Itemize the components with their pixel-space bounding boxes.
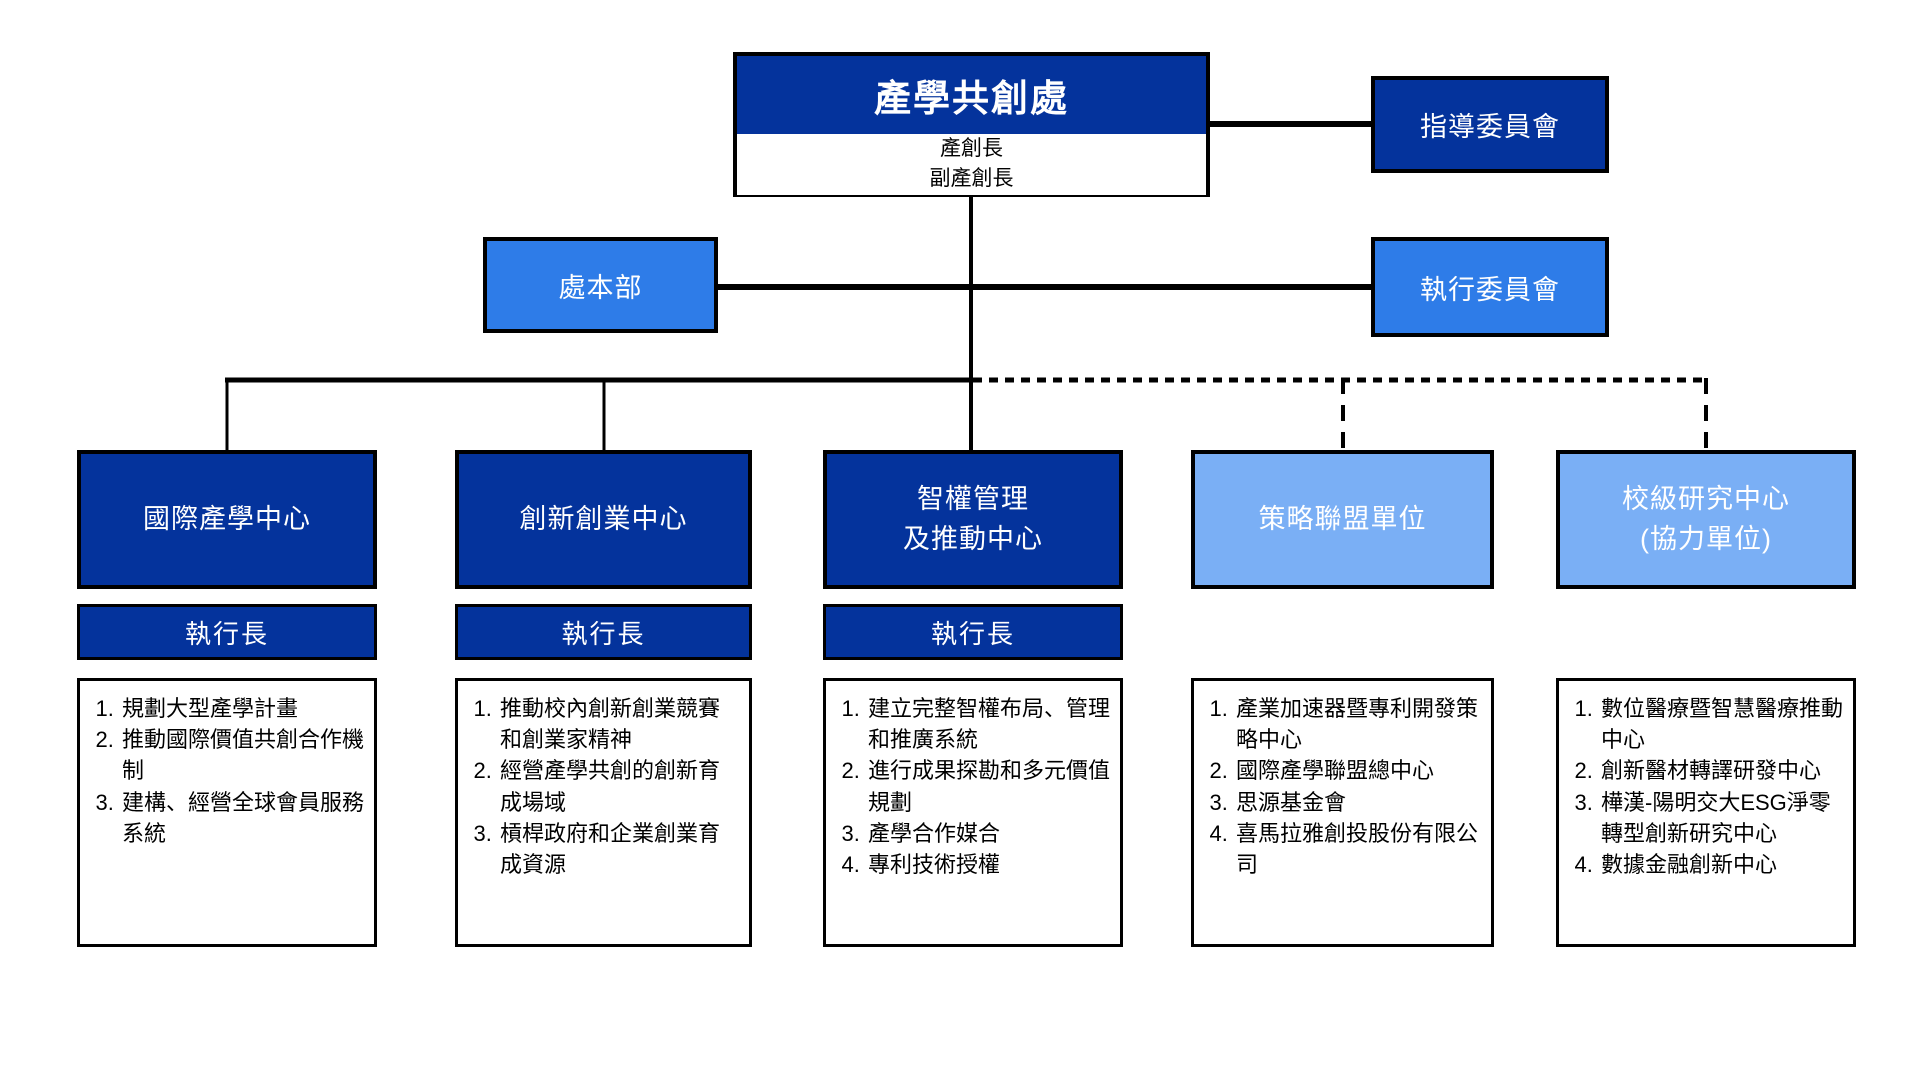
duties-box-ip: 建立完整智權布局、管理和推廣系統進行成果探勘和多元價值規劃產學合作媒合專利技術授… (823, 678, 1123, 947)
division-title: 策略聯盟單位 (1258, 503, 1427, 534)
division-header-alliance: 策略聯盟單位 (1191, 450, 1494, 589)
duty-item: 創新醫材轉譯研發中心 (1599, 755, 1845, 786)
duty-item: 數據金融創新中心 (1599, 849, 1845, 880)
director-label: 執行長 (930, 618, 1015, 649)
duty-item: 槓桿政府和企業創業育成資源 (498, 818, 741, 880)
duty-item: 思源基金會 (1234, 787, 1483, 818)
division-title: 創新創業中心 (519, 503, 688, 534)
duty-item: 喜馬拉雅創投股份有限公司 (1234, 818, 1483, 880)
root-unit-box: 產學共創處 產創長 副產創長 (733, 52, 1210, 197)
duty-item: 推動校內創新創業競賽和創業家精神 (498, 693, 741, 755)
duties-box-alliance: 產業加速器暨專利開發策略中心國際產學聯盟總中心思源基金會喜馬拉雅創投股份有限公司 (1191, 678, 1494, 947)
root-officer-deputy: 副產創長 (929, 167, 1014, 191)
division-title: 校級研究中心 (協力單位) (1622, 484, 1790, 554)
duty-item: 推動國際價值共創合作機制 (120, 724, 366, 786)
director-label: 執行長 (561, 618, 646, 649)
director-bar-ip: 執行長 (823, 604, 1123, 660)
root-officer-chief: 產創長 (940, 137, 1003, 160)
duty-list: 數位醫療暨智慧醫療推動中心創新醫材轉譯研發中心樺漢-陽明交大ESG淨零轉型創新研… (1559, 681, 1853, 880)
duty-item: 經營產學共創的創新育成場域 (498, 755, 741, 817)
executive-committee-label: 執行委員會 (1420, 274, 1560, 305)
duty-item: 進行成果探勘和多元價值規劃 (866, 755, 1112, 817)
director-label: 執行長 (184, 618, 269, 649)
root-officers: 產創長 副產創長 (737, 134, 1206, 195)
headquarters-label: 處本部 (558, 272, 643, 303)
division-header-ip: 智權管理 及推動中心 (823, 450, 1123, 589)
division-header-research: 校級研究中心 (協力單位) (1556, 450, 1856, 589)
duty-item: 產學合作媒合 (866, 818, 1112, 849)
duty-list: 規劃大型產學計畫推動國際價值共創合作機制建構、經營全球會員服務系統 (80, 681, 374, 849)
division-header-international: 國際產學中心 (77, 450, 377, 589)
duty-item: 建立完整智權布局、管理和推廣系統 (866, 693, 1112, 755)
duty-item: 數位醫療暨智慧醫療推動中心 (1599, 693, 1845, 755)
headquarters-box: 處本部 (483, 237, 718, 333)
duty-item: 樺漢-陽明交大ESG淨零轉型創新研究中心 (1599, 787, 1845, 849)
duty-item: 國際產學聯盟總中心 (1234, 755, 1483, 786)
duties-box-research: 數位醫療暨智慧醫療推動中心創新醫材轉譯研發中心樺漢-陽明交大ESG淨零轉型創新研… (1556, 678, 1856, 947)
steering-committee-box: 指導委員會 (1371, 76, 1609, 173)
duty-item: 專利技術授權 (866, 849, 1112, 880)
duty-list: 建立完整智權布局、管理和推廣系統進行成果探勘和多元價值規劃產學合作媒合專利技術授… (826, 681, 1120, 880)
division-header-innovation: 創新創業中心 (455, 450, 752, 589)
division-title: 智權管理 及推動中心 (903, 484, 1043, 554)
duty-list: 推動校內創新創業競賽和創業家精神經營產學共創的創新育成場域槓桿政府和企業創業育成… (458, 681, 749, 880)
division-title: 國際產學中心 (143, 503, 311, 534)
duty-item: 建構、經營全球會員服務系統 (120, 787, 366, 849)
duty-item: 產業加速器暨專利開發策略中心 (1234, 693, 1483, 755)
executive-committee-box: 執行委員會 (1371, 237, 1609, 337)
duty-list: 產業加速器暨專利開發策略中心國際產學聯盟總中心思源基金會喜馬拉雅創投股份有限公司 (1194, 681, 1491, 880)
duties-box-innovation: 推動校內創新創業競賽和創業家精神經營產學共創的創新育成場域槓桿政府和企業創業育成… (455, 678, 752, 947)
duty-item: 規劃大型產學計畫 (120, 693, 366, 724)
director-bar-international: 執行長 (77, 604, 377, 660)
duties-box-international: 規劃大型產學計畫推動國際價值共創合作機制建構、經營全球會員服務系統 (77, 678, 377, 947)
director-bar-innovation: 執行長 (455, 604, 752, 660)
root-unit-title: 產學共創處 (737, 56, 1206, 134)
steering-committee-label: 指導委員會 (1420, 112, 1560, 142)
